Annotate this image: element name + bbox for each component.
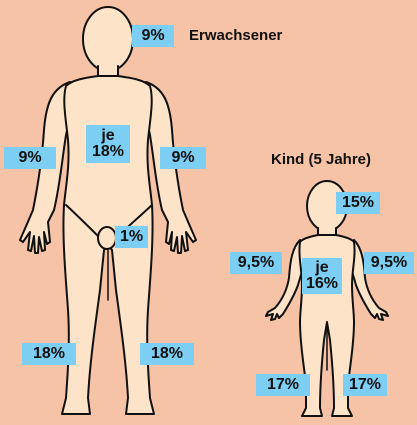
adult-torso-line2: 18% (92, 144, 124, 160)
adult-title: Erwachsener (189, 27, 282, 44)
adult-arm-left-percent: 9% (4, 147, 56, 169)
child-head-percent: 15% (336, 192, 380, 214)
adult-genital-percent: 1% (115, 226, 148, 248)
child-arm-left-percent: 9,5% (230, 252, 282, 274)
adult-arm-right-percent: 9% (160, 147, 206, 169)
child-torso-line2: 16% (306, 276, 338, 292)
adult-head-percent: 9% (132, 25, 174, 47)
adult-leg-left-percent: 18% (22, 343, 76, 365)
child-torso-percent: je 16% (302, 258, 342, 294)
child-leg-right-percent: 17% (343, 374, 387, 396)
adult-torso-line1: je (101, 128, 114, 144)
adult-leg-right-percent: 18% (140, 343, 194, 365)
child-title: Kind (5 Jahre) (271, 151, 371, 168)
child-arm-right-percent: 9,5% (364, 252, 414, 274)
child-torso-line1: je (315, 260, 328, 276)
adult-torso-percent: je 18% (86, 125, 130, 163)
child-leg-left-percent: 17% (256, 374, 310, 396)
